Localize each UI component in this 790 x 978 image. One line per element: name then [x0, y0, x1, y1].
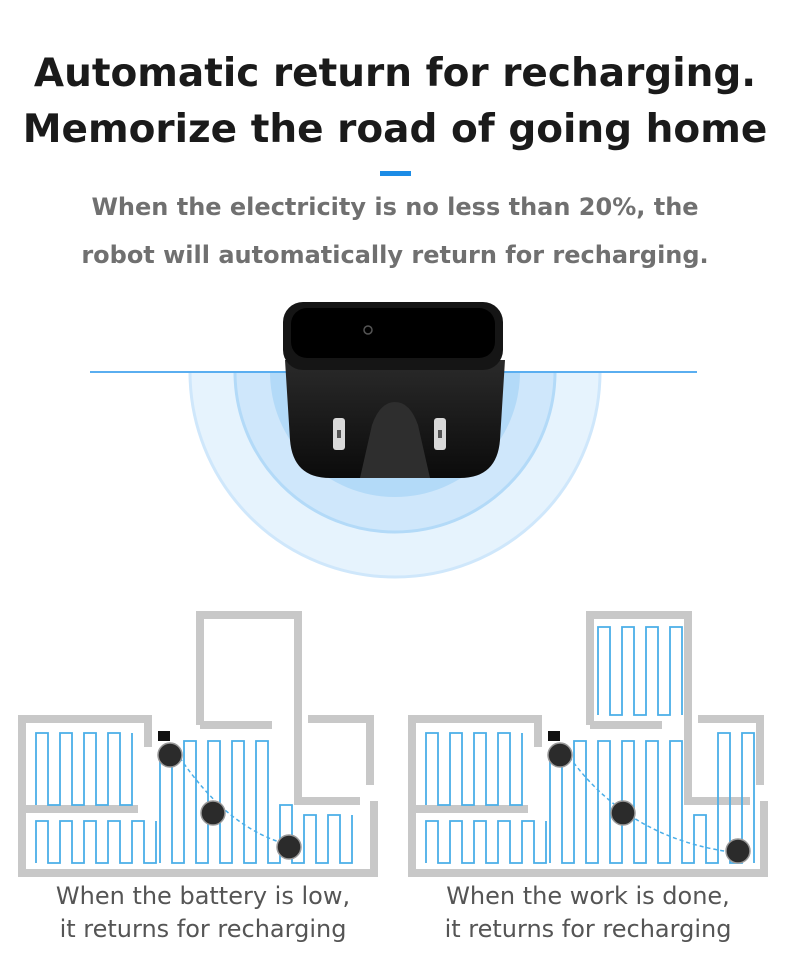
caption-line-2: it returns for recharging	[59, 915, 347, 943]
return-route	[177, 754, 291, 846]
charging-dock-illustration	[90, 302, 697, 579]
caption-line-1: When the battery is low,	[55, 882, 351, 910]
subheading-line-1: When the electricity is no less than 20%…	[91, 193, 699, 221]
robot-icon	[547, 742, 751, 864]
dock-marker	[548, 731, 560, 741]
accent-divider	[380, 171, 411, 176]
cleaning-path	[425, 626, 755, 864]
return-route	[567, 754, 739, 854]
dock-marker	[158, 731, 170, 741]
headline-line-1: Automatic return for recharging.	[33, 51, 757, 96]
robot-icon	[157, 742, 302, 860]
floor-plan-low-battery	[18, 611, 378, 877]
subheading-line-2: robot will automatically return for rech…	[81, 241, 709, 269]
caption-work-done: When the work is done, it returns for re…	[403, 880, 773, 946]
sensor-icon	[363, 325, 373, 335]
floor-plan-work-done	[408, 611, 768, 877]
caption-low-battery: When the battery is low, it returns for …	[18, 880, 388, 946]
walls	[18, 611, 378, 877]
headline-line-2: Memorize the road of going home	[22, 107, 768, 152]
cleaning-path	[35, 732, 353, 864]
walls	[408, 611, 768, 877]
caption-line-2: it returns for recharging	[444, 915, 732, 943]
dock-body	[283, 302, 505, 478]
caption-line-1: When the work is done,	[446, 882, 730, 910]
